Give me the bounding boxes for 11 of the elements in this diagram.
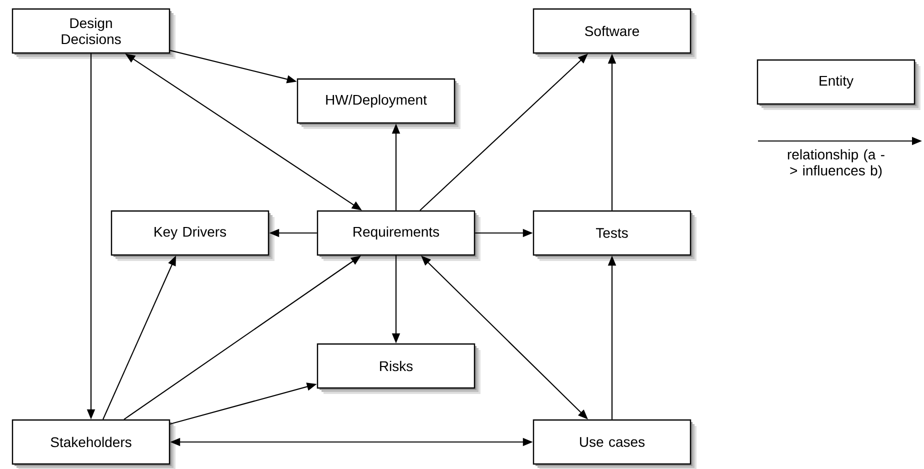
entity-box: Risks [316, 343, 480, 394]
entity-box: Requirements [316, 210, 480, 261]
entity-box: Software [532, 8, 696, 59]
entity-box: Stakeholders [12, 419, 176, 469]
entity-box: Use cases [532, 419, 696, 469]
entity-box: Design Decisions [12, 8, 176, 59]
entity-box: Entity [756, 59, 920, 110]
entity-box: Key Drivers [110, 210, 274, 261]
entity-box: Tests [532, 210, 696, 261]
legend-label: relationship (a -> influences b) [788, 149, 884, 178]
entity-box: HW/Deployment [296, 78, 460, 129]
